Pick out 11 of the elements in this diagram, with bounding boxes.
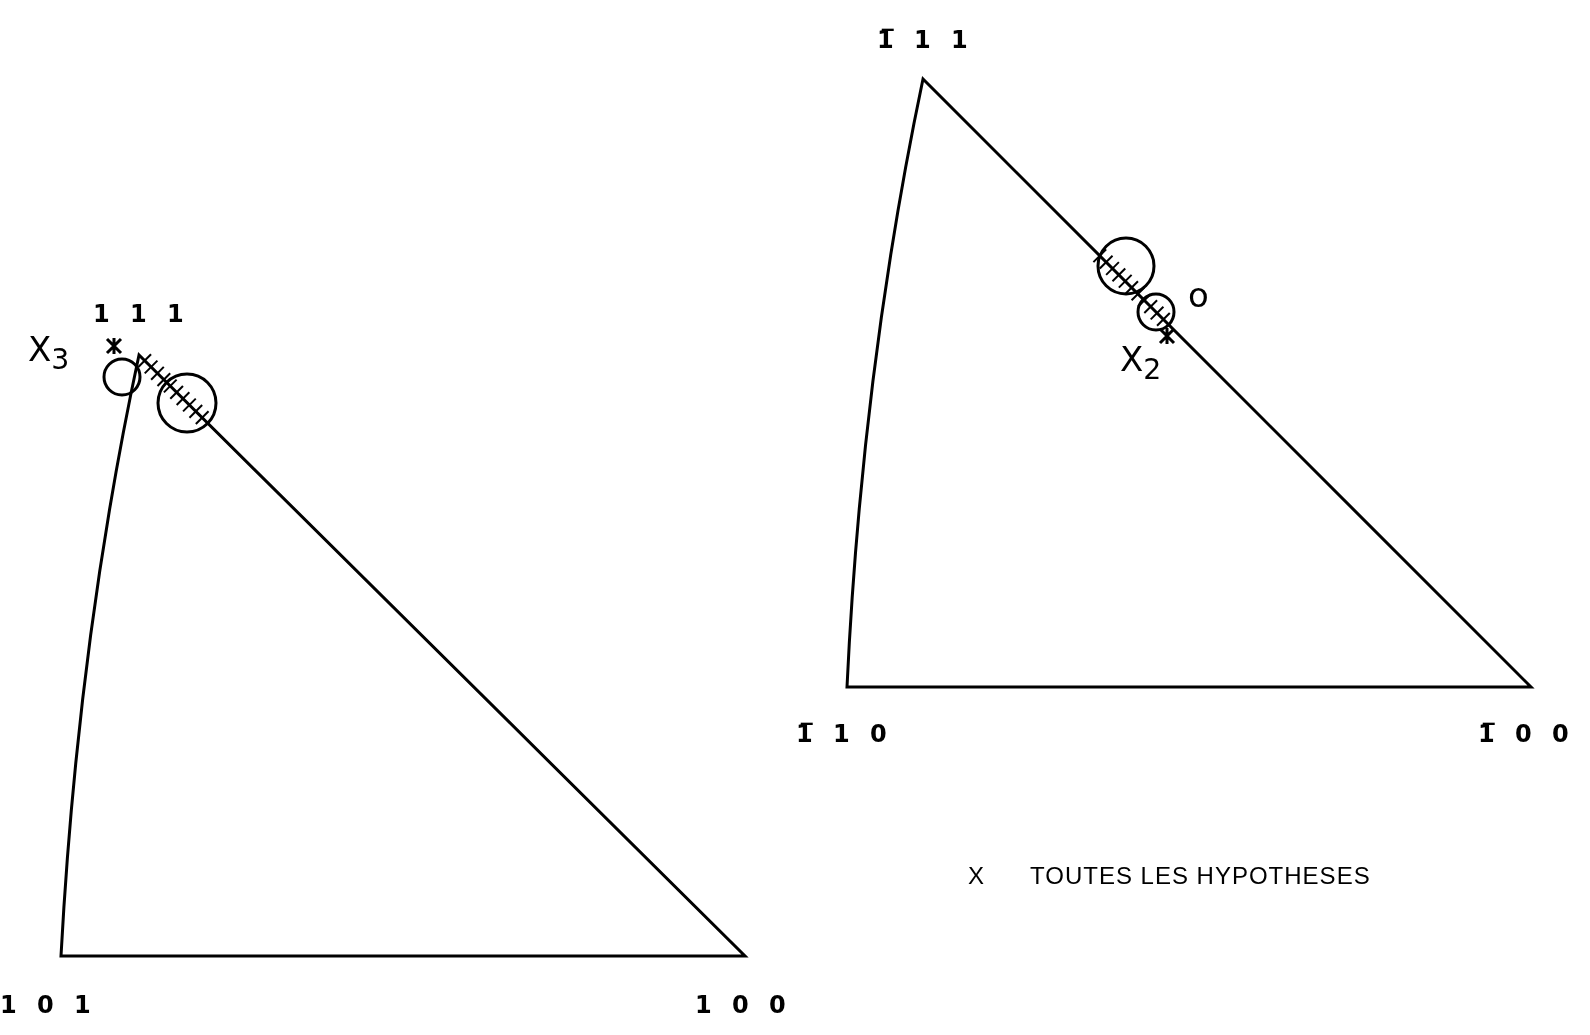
miller-index-label: 1̅ 1 1	[877, 28, 968, 52]
miller-index-label: 1̅ 1 0	[796, 722, 887, 746]
miller-index-label: 1 1 1	[93, 302, 184, 326]
point-label: X$_{2}$	[1120, 342, 1162, 385]
symbol-label: X	[968, 864, 985, 888]
point-label: X$_{3}$	[28, 332, 70, 375]
point-label: o	[1188, 278, 1209, 312]
miller-index-label: 1 0 0	[695, 993, 786, 1017]
miller-index-label: 1̅ 0 0	[1478, 722, 1569, 746]
legend-note: TOUTES LES HYPOTHESES	[1030, 864, 1371, 888]
miller-index-label: 1 0 1	[0, 993, 91, 1017]
